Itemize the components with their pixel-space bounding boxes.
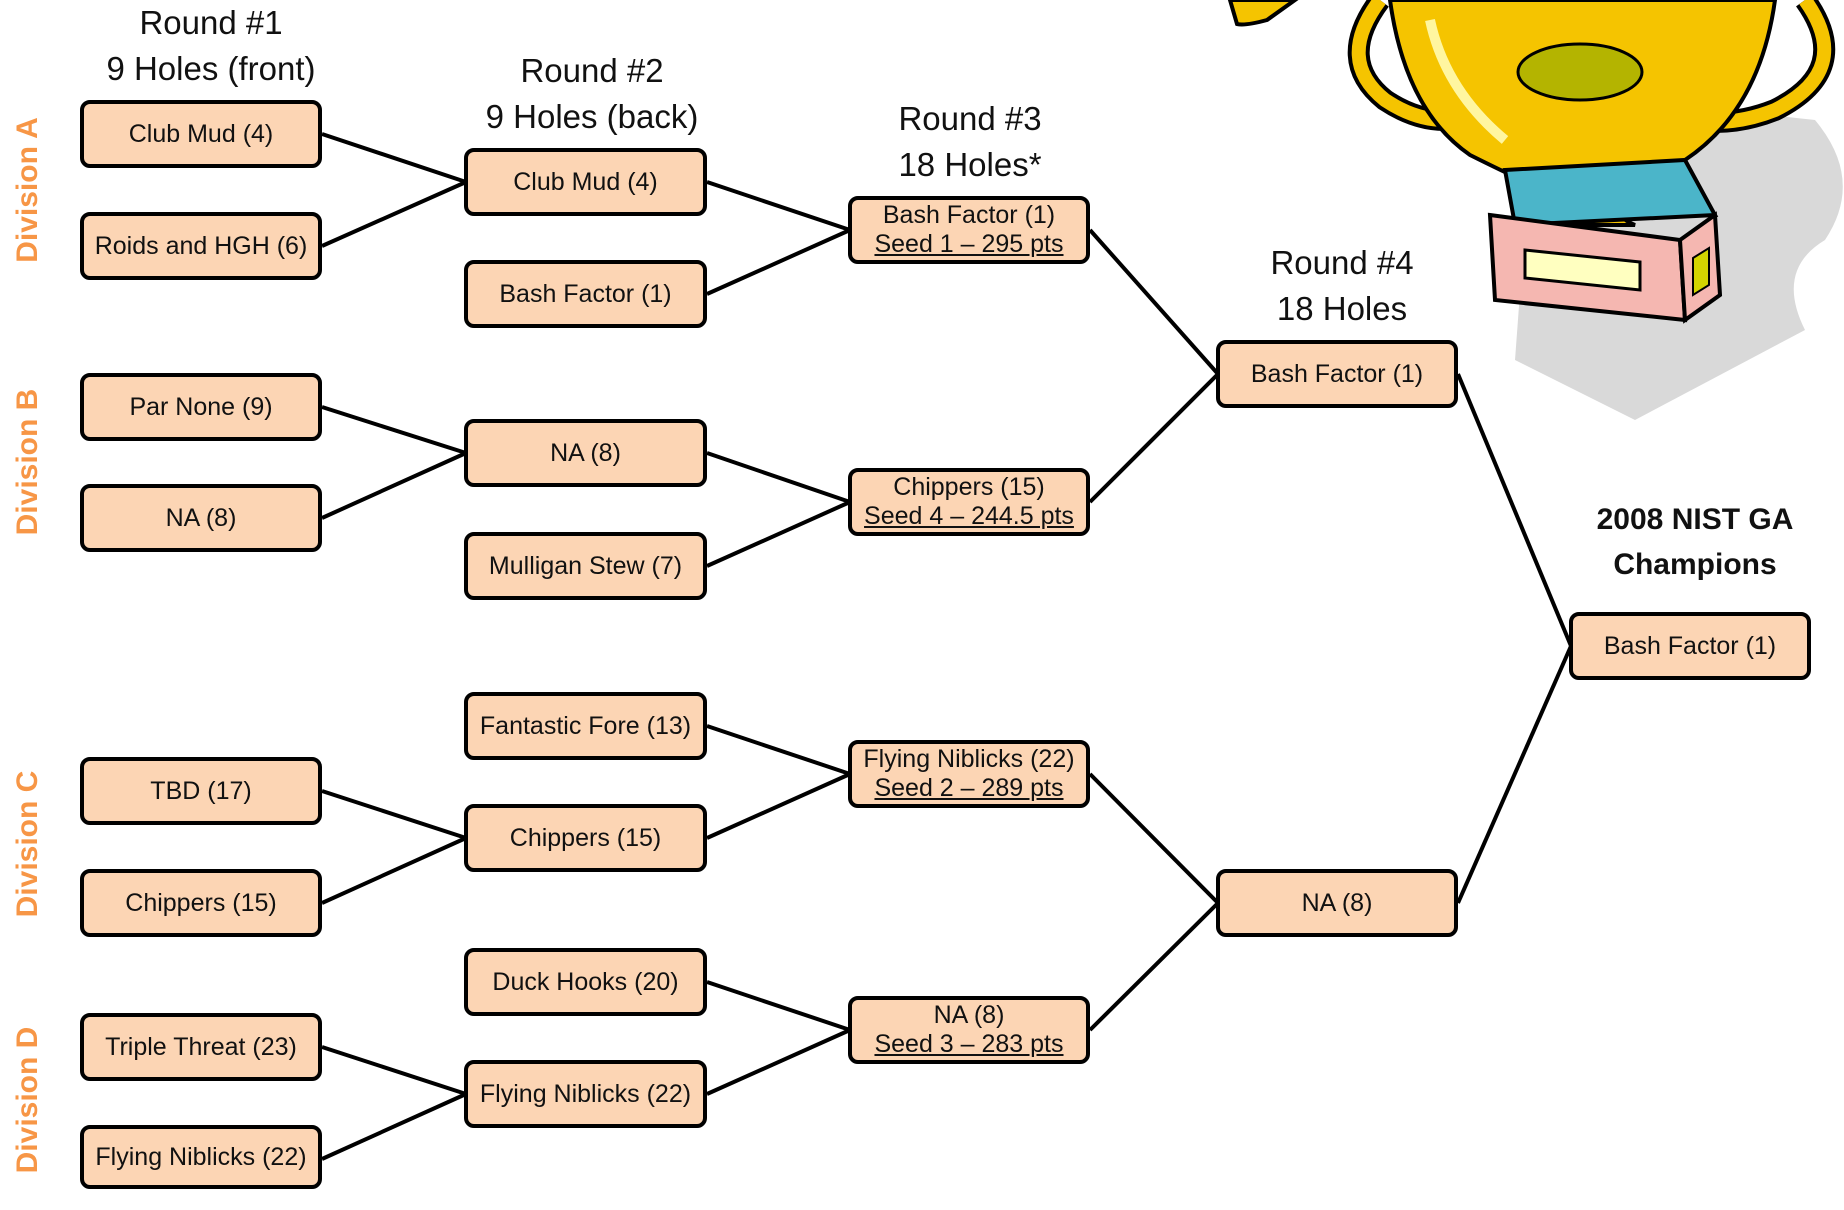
connector bbox=[706, 772, 851, 840]
round2-team-box: Duck Hooks (20) bbox=[464, 948, 707, 1016]
connector bbox=[321, 451, 467, 520]
connector bbox=[706, 980, 851, 1032]
connector bbox=[1088, 228, 1220, 376]
connector bbox=[1088, 372, 1220, 504]
round1-team-box: Club Mud (4) bbox=[80, 100, 322, 168]
division-a-label: Division A bbox=[11, 117, 44, 263]
trophy-handle bbox=[1351, 0, 1446, 127]
round3-team-name: NA (8) bbox=[933, 1001, 1005, 1030]
trophy-icon bbox=[1227, 0, 1843, 420]
round2-team-box: NA (8) bbox=[464, 419, 707, 487]
connector bbox=[321, 405, 467, 455]
round4-team-box: Bash Factor (1) bbox=[1216, 340, 1458, 408]
round3-seed: Seed 2 – 289 pts bbox=[874, 774, 1064, 802]
connector bbox=[1456, 645, 1573, 904]
round2-team-box: Chippers (15) bbox=[464, 804, 707, 872]
banner-shape bbox=[1227, 0, 1299, 27]
connector bbox=[706, 180, 851, 232]
round1-team-box: Chippers (15) bbox=[80, 869, 322, 937]
round2-subtitle: 9 Holes (back) bbox=[485, 97, 699, 135]
trophy-plaque bbox=[1523, 248, 1642, 292]
round4-team-box: NA (8) bbox=[1216, 869, 1458, 937]
connector bbox=[1456, 373, 1573, 647]
round1-team-box: Flying Niblicks (22) bbox=[80, 1125, 322, 1189]
round3-team-box: Chippers (15) Seed 4 – 244.5 pts bbox=[848, 468, 1090, 536]
trophy-handle bbox=[1714, 0, 1832, 129]
round3-team-name: Bash Factor (1) bbox=[882, 201, 1056, 230]
round1-team-box: Roids and HGH (6) bbox=[80, 212, 322, 280]
connector bbox=[321, 132, 467, 184]
division-b-label: Division B bbox=[11, 388, 44, 536]
connector bbox=[706, 451, 851, 504]
round3-team-box: Flying Niblicks (22) Seed 2 – 289 pts bbox=[848, 740, 1090, 808]
connector bbox=[321, 1092, 467, 1161]
champion-title: 2008 NIST GA Champions bbox=[1560, 497, 1830, 587]
division-c-label: Division C bbox=[11, 770, 44, 918]
champion-title-line2: Champions bbox=[1613, 548, 1777, 581]
round3-team-name: Flying Niblicks (22) bbox=[863, 745, 1075, 774]
division-d-label: Division D bbox=[11, 1026, 44, 1174]
connector bbox=[706, 500, 851, 568]
connector bbox=[706, 724, 851, 776]
round2-team-box: Fantastic Fore (13) bbox=[464, 692, 707, 760]
round1-subtitle: 9 Holes (front) bbox=[106, 49, 316, 87]
round3-seed: Seed 4 – 244.5 pts bbox=[864, 502, 1074, 530]
round2-team-box: Flying Niblicks (22) bbox=[464, 1060, 707, 1128]
round4-subtitle: 18 Holes bbox=[1276, 289, 1408, 327]
round2-team-box: Mulligan Stew (7) bbox=[464, 532, 707, 600]
connector bbox=[321, 789, 467, 840]
round3-team-box: NA (8) Seed 3 – 283 pts bbox=[848, 996, 1090, 1064]
round3-team-name: Chippers (15) bbox=[893, 473, 1045, 502]
round4-header: Round #4 18 Holes bbox=[1212, 240, 1472, 331]
trophy-cup-rim bbox=[1516, 42, 1644, 102]
round3-subtitle: 18 Holes* bbox=[898, 145, 1042, 183]
trophy-highlight bbox=[1425, 18, 1509, 144]
round1-team-box: Par None (9) bbox=[80, 373, 322, 441]
connector bbox=[1088, 772, 1220, 905]
round3-seed: Seed 1 – 295 pts bbox=[874, 230, 1064, 258]
connector bbox=[321, 180, 467, 248]
round2-title: Round #2 bbox=[520, 52, 664, 89]
round2-team-box: Bash Factor (1) bbox=[464, 260, 707, 328]
champion-title-line1: 2008 NIST GA bbox=[1596, 503, 1794, 536]
round1-team-box: NA (8) bbox=[80, 484, 322, 552]
connector bbox=[321, 836, 467, 905]
round3-team-box: Bash Factor (1) Seed 1 – 295 pts bbox=[848, 196, 1090, 264]
round2-header: Round #2 9 Holes (back) bbox=[462, 48, 722, 139]
trophy-side-plaque bbox=[1692, 246, 1710, 297]
round1-team-box: TBD (17) bbox=[80, 757, 322, 825]
round3-header: Round #3 18 Holes* bbox=[840, 96, 1100, 187]
connector bbox=[1088, 901, 1220, 1032]
round3-seed: Seed 3 – 283 pts bbox=[874, 1030, 1064, 1058]
connector bbox=[321, 1045, 467, 1096]
champion-box: Bash Factor (1) bbox=[1569, 612, 1811, 680]
connector bbox=[706, 228, 851, 296]
trophy-base-top bbox=[1502, 157, 1719, 228]
round1-header: Round #1 9 Holes (front) bbox=[81, 0, 341, 91]
round1-team-box: Triple Threat (23) bbox=[80, 1013, 322, 1081]
round4-title: Round #4 bbox=[1270, 244, 1414, 281]
round1-title: Round #1 bbox=[139, 4, 283, 41]
round2-team-box: Club Mud (4) bbox=[464, 148, 707, 216]
round3-title: Round #3 bbox=[898, 100, 1042, 137]
connector bbox=[706, 1028, 851, 1096]
